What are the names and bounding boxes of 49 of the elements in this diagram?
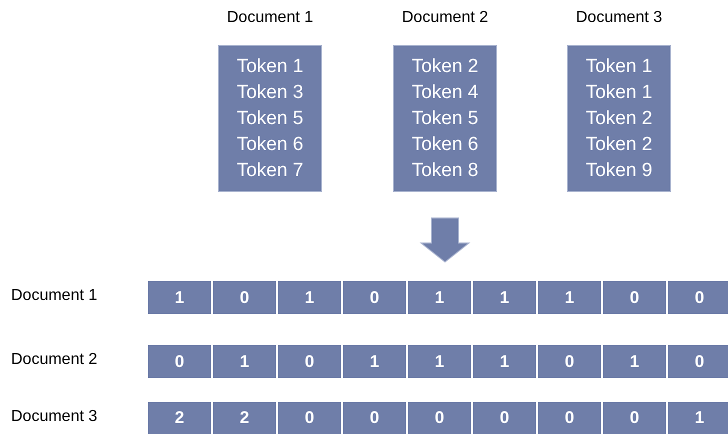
token-text: Token 4	[412, 80, 478, 104]
count-value: 2	[240, 408, 250, 428]
count-value: 0	[174, 352, 184, 372]
document-title: Document 1	[226, 9, 314, 27]
token-text: Token 7	[236, 158, 304, 182]
token-text: Token 6	[412, 132, 478, 156]
count-value: 1	[500, 352, 510, 372]
token-text: Token 8	[412, 158, 478, 182]
token-text: Token 5	[412, 106, 478, 130]
down-arrow	[420, 218, 470, 263]
token-text: Token 5	[236, 106, 304, 130]
count-value: 1	[370, 352, 380, 372]
token-text: Token 1	[586, 80, 652, 104]
token-text: Token 2	[586, 132, 652, 156]
token-text: Token 2	[412, 54, 478, 78]
token-text: Token 9	[586, 158, 652, 182]
token-text: Token 2	[586, 106, 652, 130]
token-text: Token 1	[586, 54, 652, 78]
document-title: Document 3	[574, 9, 664, 27]
count-value: 1	[240, 352, 250, 372]
count-value: 0	[370, 288, 380, 308]
count-value: 1	[434, 288, 444, 308]
count-value: 0	[564, 352, 574, 372]
count-value: 1	[500, 288, 510, 308]
count-value: 0	[694, 288, 704, 308]
row-label: Document 2	[11, 351, 98, 369]
token-text: Token 6	[236, 132, 304, 156]
count-value: 1	[304, 288, 314, 308]
count-value: 0	[694, 352, 704, 372]
count-value: 1	[694, 408, 704, 428]
count-value: 1	[630, 352, 640, 372]
count-value: 0	[434, 408, 444, 428]
count-value: 1	[564, 288, 574, 308]
token-text: Token 1	[236, 54, 304, 78]
count-value: 1	[174, 288, 184, 308]
token-text: Token 3	[236, 80, 304, 104]
row-label: Document 3	[11, 408, 98, 426]
count-value: 0	[370, 408, 380, 428]
count-value: 0	[630, 408, 640, 428]
count-value: 0	[630, 288, 640, 308]
count-value: 0	[304, 408, 314, 428]
count-value: 0	[304, 352, 314, 372]
document-title: Document 2	[400, 9, 490, 27]
count-value: 1	[434, 352, 444, 372]
count-value: 0	[500, 408, 510, 428]
count-value: 2	[174, 408, 184, 428]
row-label: Document 1	[11, 287, 98, 305]
count-value: 0	[564, 408, 574, 428]
count-value: 0	[240, 288, 250, 308]
